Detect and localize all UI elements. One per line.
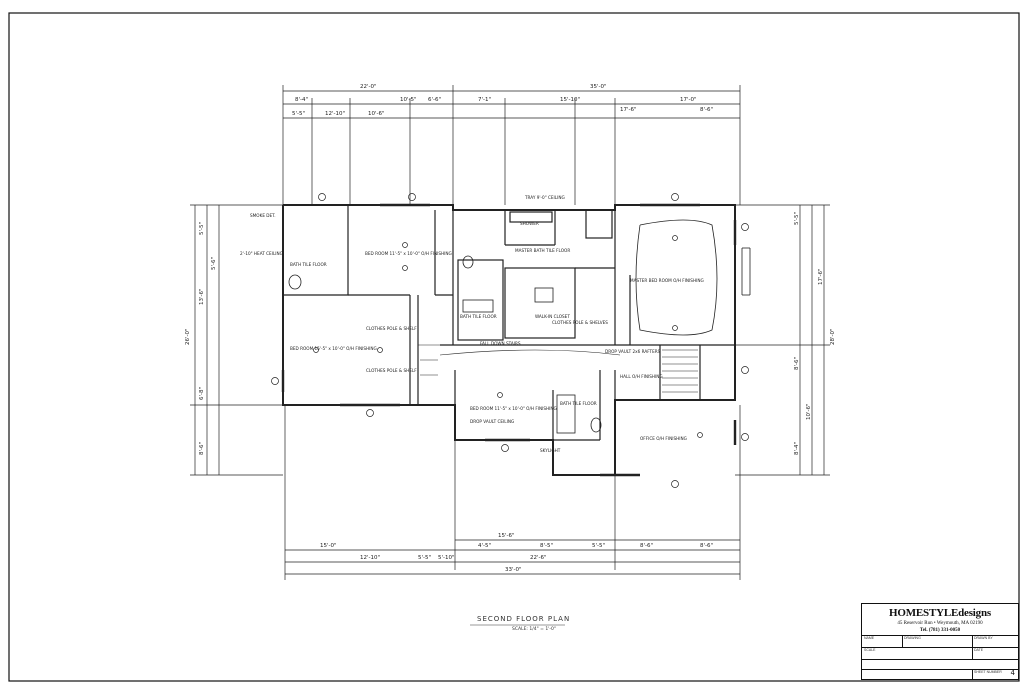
dim-bottom-5: 5'-5" — [592, 543, 605, 549]
fixtures — [288, 247, 751, 434]
title-block-divider — [862, 647, 1018, 648]
room-label-master-bath: MASTER BATH TILE FLOOR — [515, 248, 570, 253]
dim-top-5: 8'-4" — [295, 97, 308, 103]
room-label-bedroom-2: BED ROOM 11'-5" x 10'-0" O/H FINISHING — [365, 251, 452, 256]
dim-top-11: 5'-5" — [292, 111, 305, 117]
dim-bottom-8: 12'-10" — [360, 555, 380, 561]
dim-top-6: 10'-5" — [400, 97, 417, 103]
dim-bottom-4: 8'-5" — [540, 543, 553, 549]
title-block-label-name: NAME — [864, 636, 875, 640]
dim-right-1: 28'-0" — [830, 328, 836, 345]
room-label-bath-1: BATH TILE FLOOR — [290, 262, 327, 267]
title-block-divider — [862, 659, 1018, 660]
hall-ceiling-outline — [439, 349, 621, 356]
title-block-divider — [902, 635, 903, 647]
sheet-border — [8, 12, 1020, 682]
dim-top-7: 6'-6" — [428, 97, 441, 103]
sheet-number: 4 — [1010, 669, 1015, 677]
dim-top-1: 22'-0" — [360, 84, 377, 90]
dim-right-2: 17'-6" — [818, 268, 824, 285]
dim-left-1: 26'-0" — [185, 328, 191, 345]
title-block-label-sheet: SHEET NUMBER — [974, 670, 1002, 674]
dimension-text: 22'-0" 35'-0" 15'-10" 17'-0" 8'-4" 10'-5… — [185, 84, 836, 573]
dim-bottom-1: 15'-0" — [320, 543, 337, 549]
dim-top-4: 17'-0" — [680, 97, 697, 103]
room-labels: BED ROOM 15'-5" x 10'-0" O/H FINISHING B… — [240, 195, 704, 453]
dim-right-3: 10'-6" — [806, 403, 812, 420]
stair-treads — [418, 344, 698, 393]
dim-left-3: 5'-5" — [199, 222, 205, 235]
dim-left-5: 6'-8" — [199, 387, 205, 400]
title-block-divider — [972, 669, 973, 679]
company-name: HOMESTYLEdesigns — [889, 607, 991, 619]
dim-right-5: 8'-6" — [794, 357, 800, 370]
title-block-label-date: DATE — [974, 648, 984, 652]
dim-left-6: 8'-6" — [199, 442, 205, 455]
windows — [281, 203, 737, 477]
interior-walls — [283, 205, 735, 441]
plan-scale: SCALE: 1/4" = 1'-0" — [512, 627, 556, 632]
room-label-skylight: SKYLIGHT — [540, 448, 561, 453]
room-label-shower: SHOWER — [520, 221, 539, 226]
dim-bottom-9: 5'-5" — [418, 555, 431, 561]
room-label-tray-ceiling: TRAY 9'-0" CEILING — [524, 195, 565, 200]
dim-top-12: 12'-10" — [325, 111, 345, 117]
company-address: 45 Reservoir Run • Weymouth, MA 02190 — [897, 621, 983, 626]
dim-bottom-7: 8'-6" — [700, 543, 713, 549]
title-block-label-drawn-by: DRAWN BY — [974, 636, 993, 640]
dim-top-10: 8'-6" — [700, 107, 713, 113]
dim-right-4: 5'-5" — [794, 212, 800, 225]
room-label-master-bedroom: MASTER BED ROOM O/H FINISHING — [630, 278, 704, 283]
dim-left-2: 13'-6" — [199, 288, 205, 305]
plan-title: SECOND FLOOR PLAN — [477, 615, 571, 623]
dim-left-4: 5'-6" — [211, 257, 217, 270]
room-label-smoke-det: SMOKE DET. — [250, 213, 276, 218]
company-phone: Tel. (781) 331-0050 — [919, 628, 961, 633]
vault-outline — [635, 219, 718, 336]
dim-top-3: 15'-10" — [560, 97, 580, 103]
dim-top-13: 10'-6" — [368, 111, 385, 117]
title-block-label-scale: SCALE — [864, 648, 876, 652]
dim-bottom-3: 4'-5" — [478, 543, 491, 549]
dim-right-6: 8'-4" — [794, 442, 800, 455]
title-block-label-drawing: DRAWING — [904, 636, 921, 640]
room-label-closet-1: CLOTHES POLE & SHELF — [366, 326, 417, 331]
dim-bottom-2: 15'-6" — [498, 533, 515, 539]
dim-top-8: 7'-1" — [478, 97, 491, 103]
room-label-bath-3: BATH TILE FLOOR — [560, 401, 597, 406]
room-label-bedroom-1: BED ROOM 15'-5" x 10'-0" O/H FINISHING — [290, 346, 377, 351]
room-label-closet-3: CLOTHES POLE & SHELVES — [552, 320, 608, 325]
room-label-walk-in-closet: WALK-IN CLOSET — [535, 314, 570, 319]
room-label-closet-2: CLOTHES POLE & SHELF — [366, 368, 417, 373]
title-block: HOMESTYLEdesigns 45 Reservoir Run • Weym… — [861, 603, 1019, 680]
dim-bottom-11: 22'-6" — [530, 555, 547, 561]
title-block-divider — [862, 635, 1018, 636]
floor-plan — [281, 203, 751, 477]
dim-bottom-10: 5'-10" — [438, 555, 455, 561]
title-block-divider — [862, 669, 1018, 670]
room-label-office: OFFICE O/H FINISHING — [640, 436, 687, 441]
dim-bottom-12: 33'-0" — [505, 567, 522, 573]
light-fixture-symbols — [271, 193, 749, 488]
dim-top-2: 35'-0" — [590, 84, 607, 90]
dim-top-9: 17'-6" — [620, 107, 637, 113]
room-label-hall: HALL O/H FINISHING — [620, 374, 663, 379]
room-label-bath-2: BATH TILE FLOOR — [460, 314, 497, 319]
room-label-stairs: FALL DOWN STAIRS — [480, 341, 521, 346]
dim-bottom-6: 8'-6" — [640, 543, 653, 549]
room-label-vault-ceiling: DROP VAULT CEILING — [470, 419, 514, 424]
room-label-bedroom-3: BED ROOM 11'-5" x 10'-0" O/H FINISHING — [470, 406, 557, 411]
room-label-heat-ceiling: 2'-10" HEAT CEILING — [240, 251, 283, 256]
room-label-drop-vault: DROP VAULT 2x6 RAFTERS — [605, 349, 661, 354]
title-block-divider — [972, 635, 973, 659]
dimension-lines — [190, 85, 830, 580]
